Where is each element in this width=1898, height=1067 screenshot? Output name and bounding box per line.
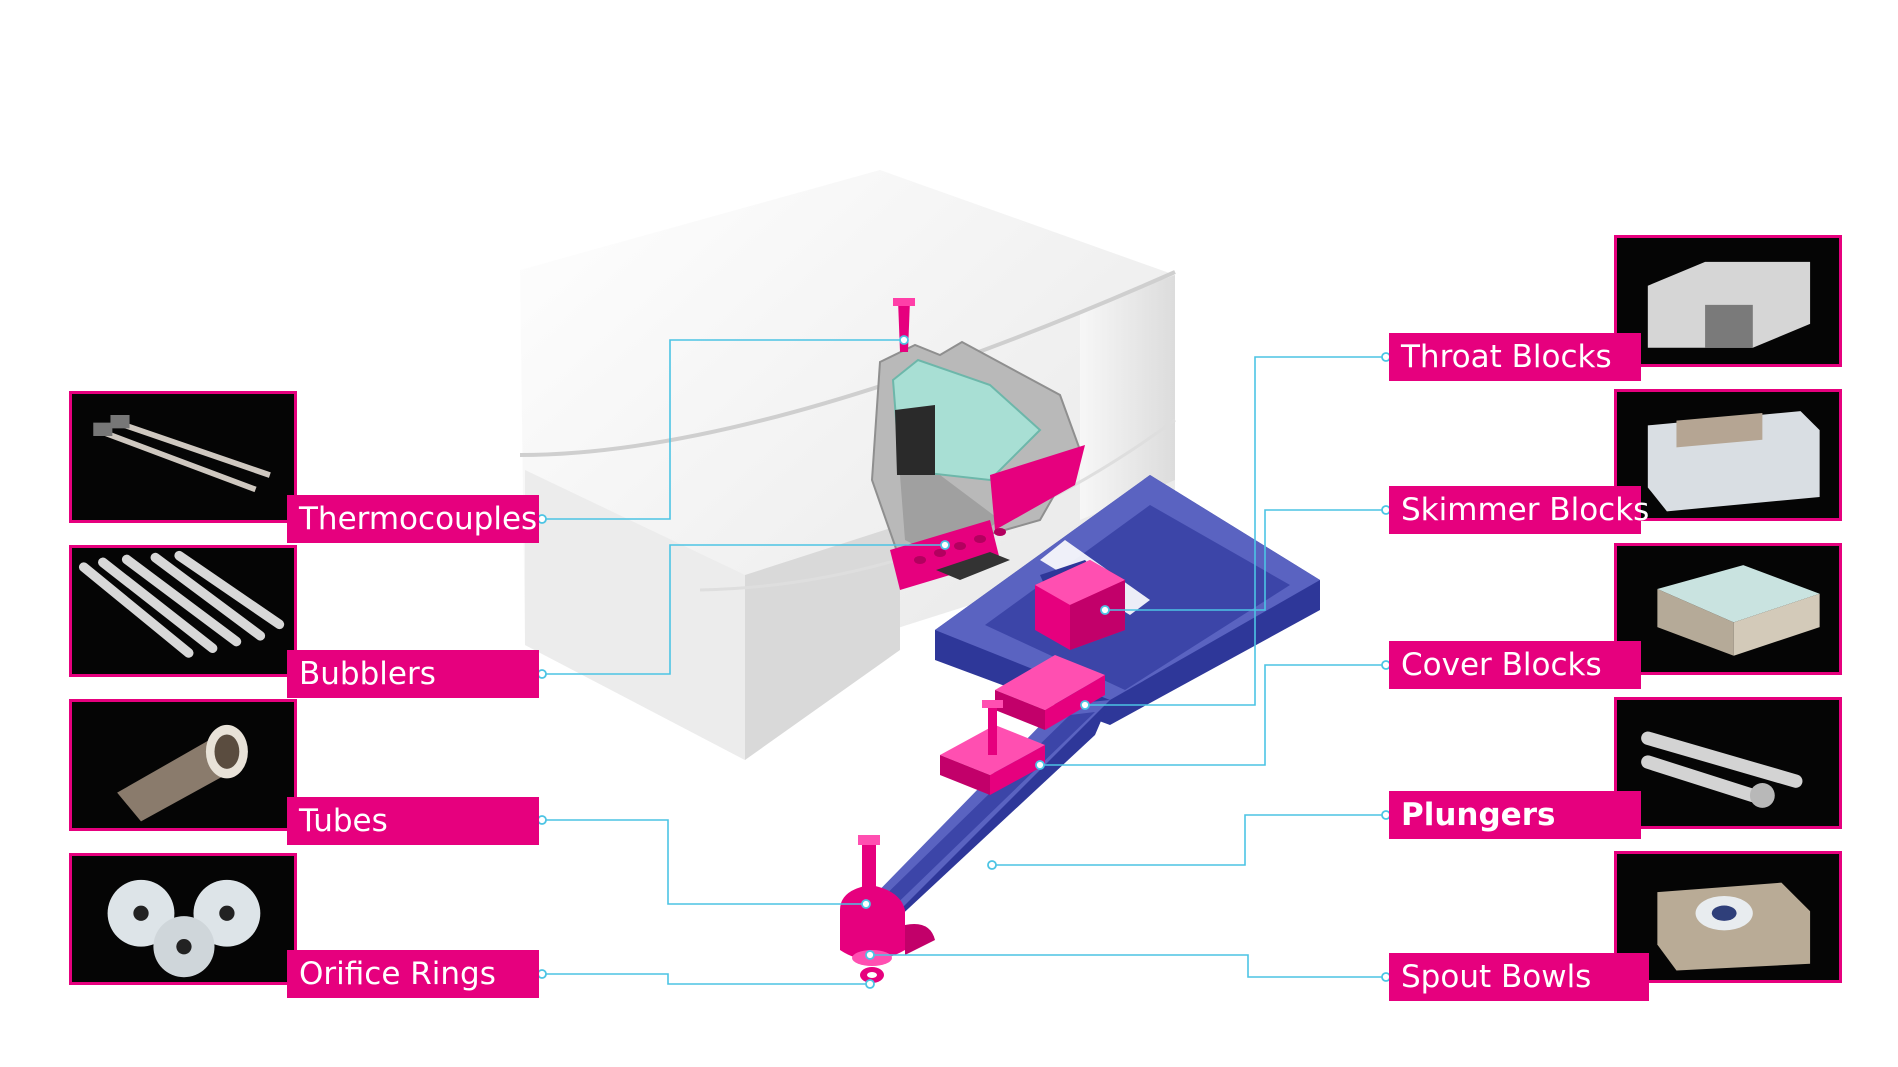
label-bubblers: Bubblers (287, 650, 539, 698)
bubblers-photo (69, 545, 297, 677)
label-skimmer-blocks: Skimmer Blocks (1389, 486, 1649, 534)
label-cover-blocks: Cover Blocks (1389, 641, 1641, 689)
throat-blocks-photo (1614, 235, 1842, 367)
plunger-part (982, 700, 1003, 755)
label-orifice-rings: Orifice Rings (287, 950, 539, 998)
label-plungers: Plungers (1389, 791, 1641, 839)
orifice-rings-photo (69, 853, 297, 985)
spout-bowls-photo (1614, 851, 1842, 983)
cover-blocks-photo (1614, 543, 1842, 675)
label-spout-bowls: Spout Bowls (1389, 953, 1649, 1001)
skimmer-block-part (1035, 560, 1125, 650)
furnace-cutaway (870, 298, 1085, 590)
skimmer-blocks-photo (1614, 389, 1842, 521)
label-tubes: Tubes (287, 797, 539, 845)
thermocouples-photo (69, 391, 297, 523)
leader-lines (537, 335, 1391, 989)
label-thermocouples: Thermocouples (287, 495, 539, 543)
furnace-body (519, 170, 1176, 760)
label-throat-blocks: Throat Blocks (1389, 333, 1641, 381)
tubes-photo (69, 699, 297, 831)
cover-block-part-1 (995, 655, 1105, 730)
plungers-photo (1614, 697, 1842, 829)
